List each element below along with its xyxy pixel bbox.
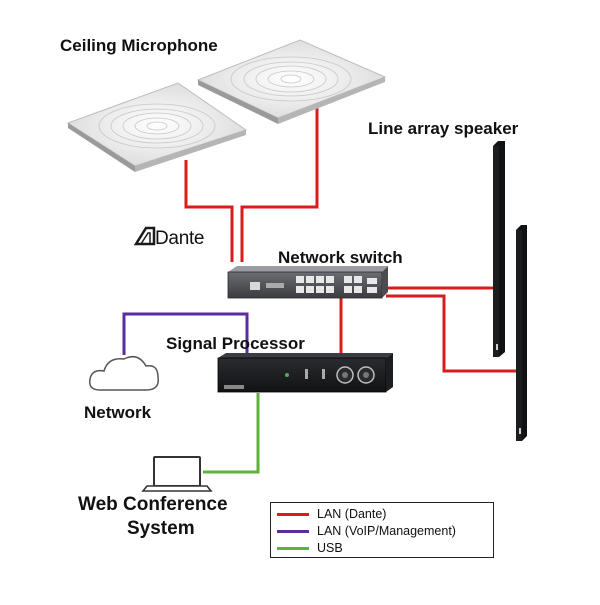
legend-item-usb: USB xyxy=(277,540,343,556)
legend-item-voip: LAN (VoIP/Management) xyxy=(277,523,456,539)
cable-mic1-switch xyxy=(184,160,234,262)
cloud-icon xyxy=(88,355,159,391)
dante-cables xyxy=(184,106,516,373)
network-switch-icon xyxy=(227,266,388,299)
network-switch-label: Network switch xyxy=(278,248,403,267)
legend-label: USB xyxy=(317,541,343,555)
signal-processor-label: Signal Processor xyxy=(166,334,305,353)
cable-processor-laptop xyxy=(203,393,260,474)
cable-switch-speaker2 xyxy=(386,294,516,373)
line-array-speaker-icon xyxy=(493,141,527,441)
network-label: Network xyxy=(84,403,152,422)
line-array-speaker-label: Line array speaker xyxy=(368,119,519,138)
web-conference-label-line1: Web Conference xyxy=(78,494,228,515)
legend-swatch xyxy=(277,529,309,533)
legend-swatch xyxy=(277,512,309,516)
dante-logo-text: Dante xyxy=(155,228,205,249)
legend-swatch xyxy=(277,546,309,550)
ceiling-microphone-label: Ceiling Microphone xyxy=(60,36,218,55)
legend-label: LAN (VoIP/Management) xyxy=(317,524,456,538)
cable-mic2-switch xyxy=(240,106,319,262)
legend: LAN (Dante) LAN (VoIP/Management) USB xyxy=(270,502,494,558)
laptop-icon xyxy=(141,456,213,492)
legend-item-dante: LAN (Dante) xyxy=(277,506,386,522)
signal-processor-icon xyxy=(217,353,393,393)
cable-network-processor xyxy=(122,312,249,360)
dante-logo-icon xyxy=(133,226,156,246)
web-conference-label-line2: System xyxy=(127,518,195,539)
legend-label: LAN (Dante) xyxy=(317,507,387,521)
ceiling-microphone-icon xyxy=(66,39,387,172)
